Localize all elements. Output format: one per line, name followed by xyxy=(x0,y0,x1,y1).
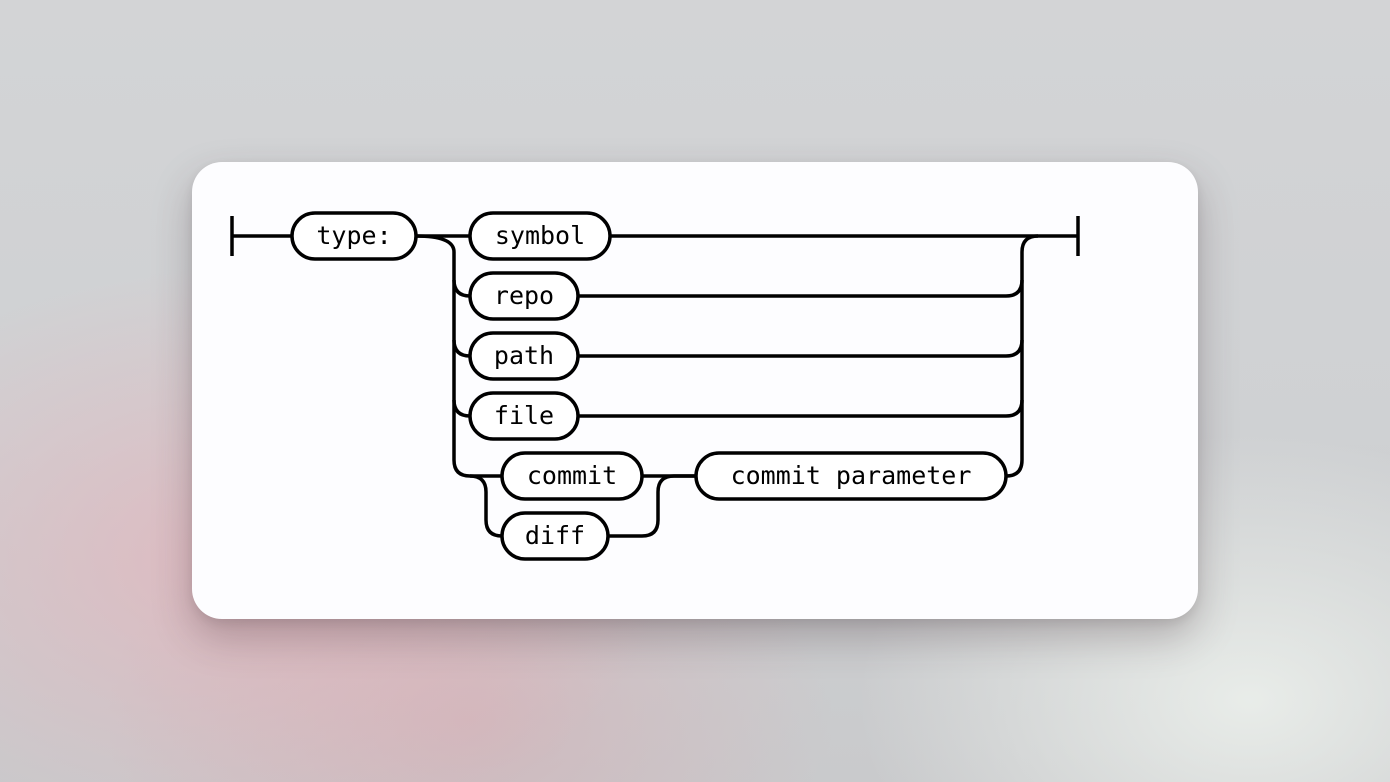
file-exit-line xyxy=(578,399,1024,418)
node-symbol-label: symbol xyxy=(495,221,585,250)
node-commit: commit xyxy=(500,451,644,501)
node-type-label: type: xyxy=(316,221,391,250)
sub-branch-left xyxy=(469,474,503,538)
right-merge xyxy=(1020,234,1039,460)
repo-exit-line xyxy=(578,279,1024,298)
branch-to-file xyxy=(452,399,471,418)
node-repo-label: repo xyxy=(494,281,554,310)
branch-to-repo xyxy=(452,279,471,298)
node-path: path xyxy=(468,331,580,381)
node-path-label: path xyxy=(494,341,554,370)
node-commit-label: commit xyxy=(527,461,617,490)
node-commit-parameter: commit parameter xyxy=(694,451,1008,501)
node-repo: repo xyxy=(468,271,580,321)
node-diff: diff xyxy=(500,511,610,561)
node-symbol: symbol xyxy=(468,211,612,261)
node-file: file xyxy=(468,391,580,441)
node-diff-label: diff xyxy=(525,521,585,550)
branch-to-path xyxy=(452,339,471,358)
diagram-tracks xyxy=(230,216,1080,538)
path-exit-line xyxy=(578,339,1024,358)
param-exit-line xyxy=(1005,459,1024,478)
left-branch xyxy=(415,234,502,478)
node-commit-parameter-label: commit parameter xyxy=(731,461,972,490)
node-file-label: file xyxy=(494,401,554,430)
node-type: type: xyxy=(290,211,418,261)
